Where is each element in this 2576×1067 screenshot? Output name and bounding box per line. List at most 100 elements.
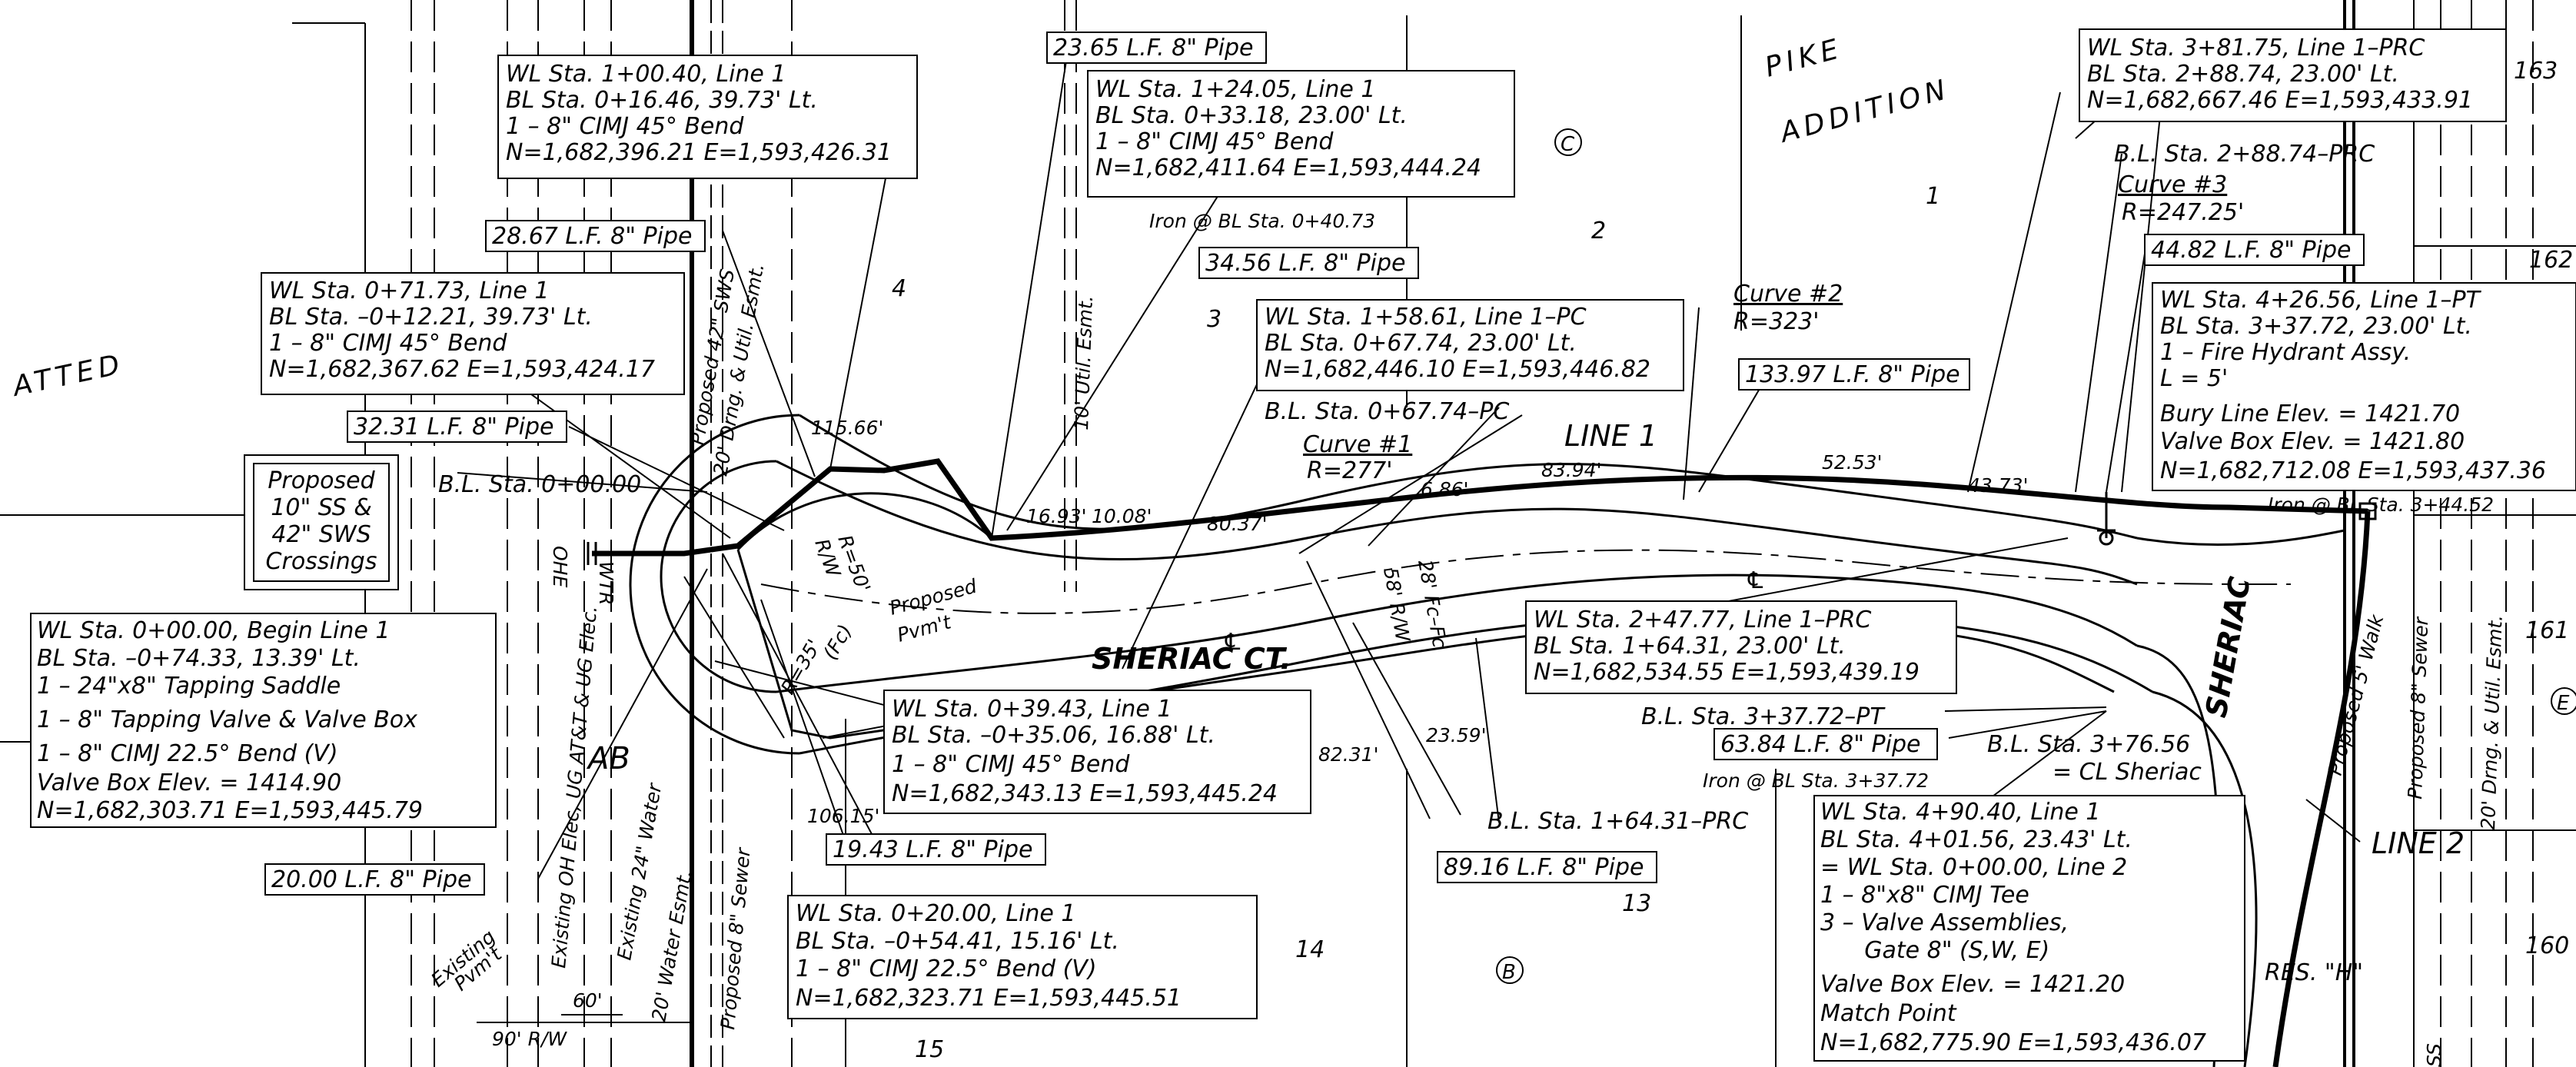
callout-line: L = 5' <box>2160 365 2228 392</box>
dim-text: 28' Fc–Fc <box>1414 558 1451 650</box>
callout-line: BL Sta. 3+37.72, 23.00' Lt. <box>2160 313 2472 340</box>
block-letter: B <box>1502 961 1516 984</box>
pipe-tag-5: 133.97 L.F. 8" Pipe <box>1738 358 1970 391</box>
pipe-tag-2: 28.67 L.F. 8" Pipe <box>485 220 706 252</box>
pipe-label: 89.16 L.F. 8" Pipe <box>1444 854 1644 881</box>
callout-line: 1 – 8" Tapping Valve & Valve Box <box>37 706 417 733</box>
easement-label: Proposed 8" Sewer <box>2404 616 2432 799</box>
water-line-2 <box>2272 510 2371 1067</box>
pipe-tag-8: 19.43 L.F. 8" Pipe <box>826 833 1046 866</box>
callout-line: 1 – 8" CIMJ 45° Bend <box>506 113 744 140</box>
easement-label: OHE <box>549 546 571 587</box>
baseline-label: B.L. Sta. 1+64.31–PRC <box>1487 808 1748 835</box>
pipe-tag-1: 23.65 L.F. 8" Pipe <box>1046 32 1267 64</box>
callout-line: BL Sta. –0+54.41, 15.16' Lt. <box>796 928 1119 955</box>
callout-line: BL Sta. –0+12.21, 39.73' Lt. <box>269 304 593 331</box>
lot-number: 4 <box>892 275 906 302</box>
callout-wl-2-47-77: WL Sta. 2+47.77, Line 1–PRC BL Sta. 1+64… <box>1525 600 1957 694</box>
pipe-label: 133.97 L.F. 8" Pipe <box>1745 361 1960 388</box>
lot-numbers: 163 162 161 160 1 2 3 4 13 14 15 <box>892 58 2573 1063</box>
pipe-label: 20.00 L.F. 8" Pipe <box>271 866 471 893</box>
callout-line: N=1,682,775.90 E=1,593,436.07 <box>1820 1029 2206 1056</box>
lot-number: 163 <box>2514 58 2558 85</box>
callout-line: BL Sta. 1+64.31, 23.00' Lt. <box>1534 633 1846 660</box>
callout-line: BL Sta. –0+74.33, 13.39' Lt. <box>37 645 361 672</box>
callout-line: N=1,682,534.55 E=1,593,439.19 <box>1534 659 1920 686</box>
dim-text: 43.73' <box>1968 474 2028 497</box>
dim-text: 58' R/W <box>1379 566 1414 644</box>
curve-radius: R=277' <box>1307 457 1393 484</box>
callout-line: WL Sta. 0+71.73, Line 1 <box>269 278 550 304</box>
callout-line: Valve Box Elev. = 1414.90 <box>37 770 341 796</box>
callout-wl-4-26-56: WL Sta. 4+26.56, Line 1–PT BL Sta. 3+37.… <box>2152 282 2576 491</box>
callout-wl-1-00-40: WL Sta. 1+00.40, Line 1 BL Sta. 0+16.46,… <box>497 55 918 179</box>
callout-line: BL Sta. 0+16.46, 39.73' Lt. <box>506 87 818 114</box>
callout-line: BL Sta. 2+88.74, 23.00' Lt. <box>2087 61 2399 88</box>
easement-label: 10' Util. Esmt. <box>1070 295 1097 430</box>
line-1-label: LINE 1 <box>1564 419 1657 453</box>
callout-line: BL Sta. –0+35.06, 16.88' Lt. <box>892 722 1215 749</box>
line-2-label: LINE 2 <box>2372 826 2465 860</box>
easement-label: Existing 24" Water <box>613 780 666 962</box>
callout-line: N=1,682,411.64 E=1,593,444.24 <box>1095 155 1481 181</box>
street-name-vertical: SHERIAC <box>2199 574 2257 720</box>
callout-wl-0-00-00: WL Sta. 0+00.00, Begin Line 1 BL Sta. –0… <box>30 613 497 828</box>
block-letter: C <box>1561 133 1575 156</box>
callout-line: N=1,682,303.71 E=1,593,445.79 <box>37 797 423 824</box>
street-name: SHERIAC CT. <box>1092 642 1291 676</box>
callout-line: 1 – 24"x8" Tapping Saddle <box>37 673 341 700</box>
baseline-label: B.L. Sta. 0+00.00 <box>438 471 641 498</box>
iron-label: Iron @ BL Sta. 0+40.73 <box>1149 210 1375 232</box>
adjacent-plat-word: ATTED <box>8 348 127 403</box>
callout-wl-0-39-43: WL Sta. 0+39.43, Line 1 BL Sta. –0+35.06… <box>883 690 1311 814</box>
easement-label: SS <box>2423 1043 2445 1067</box>
baseline-label: B.L. Sta. 0+67.74–PC <box>1265 398 1509 425</box>
pipe-tag-6: 44.82 L.F. 8" Pipe <box>2144 234 2365 266</box>
pipe-tag-3: 34.56 L.F. 8" Pipe <box>1198 247 1419 279</box>
dim-text: 106.15' <box>807 805 879 827</box>
callout-line: BL Sta. 0+67.74, 23.00' Lt. <box>1265 330 1577 357</box>
lot-number: 3 <box>1207 306 1222 333</box>
pipe-label: 44.82 L.F. 8" Pipe <box>2151 237 2351 264</box>
callout-line: 1 – 8" CIMJ 45° Bend <box>1095 128 1334 155</box>
res-label: RES. "H" <box>2265 959 2363 986</box>
callout-line: WL Sta. 1+58.61, Line 1–PC <box>1265 304 1587 331</box>
dim-text: 16.93' <box>1026 505 1086 527</box>
callout-line: Proposed <box>268 467 375 494</box>
tapping-valve-icon <box>587 502 2377 565</box>
callout-line: 42" SWS <box>271 521 371 548</box>
callout-wl-1-58-61: WL Sta. 1+58.61, Line 1–PC BL Sta. 0+67.… <box>1256 299 1684 391</box>
callout-line: 1 – 8" CIMJ 45° Bend <box>269 330 507 357</box>
callout-line: WL Sta. 0+00.00, Begin Line 1 <box>37 617 390 644</box>
callout-line: WL Sta. 1+24.05, Line 1 <box>1095 76 1376 103</box>
dim-text: Proposed <box>887 575 979 620</box>
block-letter: E <box>2557 692 2570 715</box>
lot-number: 13 <box>1622 890 1651 917</box>
callout-line: 1 – 8" CIMJ 22.5° Bend (V) <box>796 956 1097 982</box>
pipe-label: 23.65 L.F. 8" Pipe <box>1053 35 1253 61</box>
pipe-label: 28.67 L.F. 8" Pipe <box>492 223 692 250</box>
curve-radius: R=247.25' <box>2122 199 2244 226</box>
callout-line: WL Sta. 2+47.77, Line 1–PRC <box>1534 607 1871 633</box>
callout-line: WL Sta. 4+26.56, Line 1–PT <box>2160 287 2482 314</box>
easement-label: Existing OH Elec, UG AT&T & UG Elec. <box>547 605 601 969</box>
callout-line: N=1,682,712.08 E=1,593,437.36 <box>2160 457 2546 484</box>
baseline-label: B.L. Sta. 2+88.74–PRC <box>2114 141 2375 168</box>
pipe-tag-7: 63.84 L.F. 8" Pipe <box>1713 728 1938 760</box>
easement-label: 20' Water Esmt. <box>647 868 696 1023</box>
baseline-label: = CL Sheriac <box>2052 759 2202 786</box>
pipe-label: 19.43 L.F. 8" Pipe <box>833 836 1032 863</box>
dim-text: 60' <box>573 989 603 1012</box>
fire-hydrant-icon <box>2097 492 2116 546</box>
callout-line: WL Sta. 0+39.43, Line 1 <box>892 696 1172 723</box>
lot-number: 1 <box>1926 183 1940 210</box>
dim-text: 23.59' <box>1426 724 1486 746</box>
callout-line: N=1,682,446.10 E=1,593,446.82 <box>1265 356 1650 383</box>
lot-number: 160 <box>2525 932 2569 959</box>
callout-line: WL Sta. 1+00.40, Line 1 <box>506 61 786 88</box>
callout-line: N=1,682,667.46 E=1,593,433.91 <box>2087 87 2473 114</box>
iron-label: Iron @ BL Sta. 3+44.52 <box>2268 494 2494 516</box>
callout-line: 1 – 8"x8" CIMJ Tee <box>1820 882 2029 909</box>
callout-line: N=1,682,343.13 E=1,593,445.24 <box>892 780 1278 807</box>
